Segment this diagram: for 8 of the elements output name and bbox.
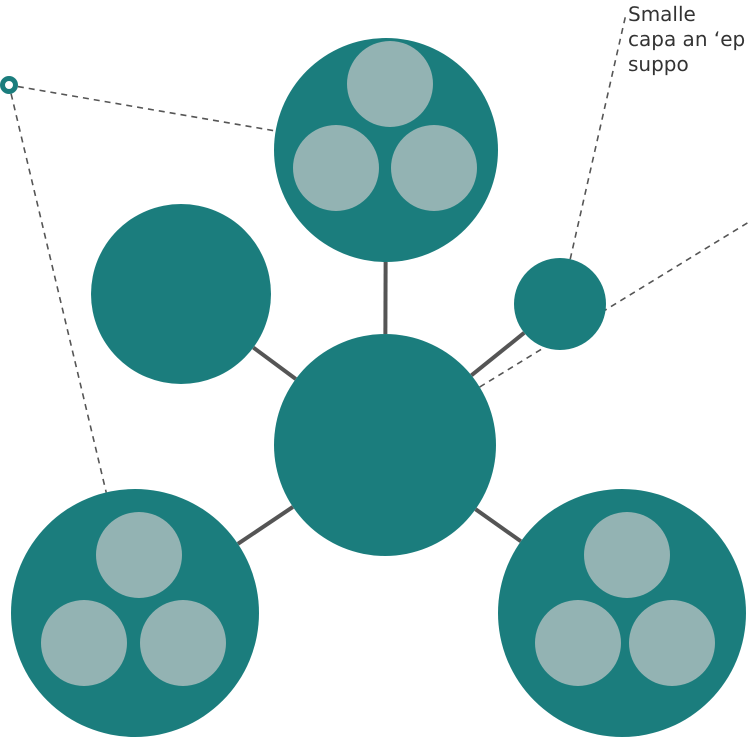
leader-line bbox=[10, 94, 107, 493]
connector-line bbox=[236, 505, 294, 546]
connector-line bbox=[474, 508, 522, 543]
connector-line bbox=[252, 346, 297, 381]
leader-line bbox=[18, 86, 276, 132]
annotation-text: Smalle capa an ‘ep suppo bbox=[628, 2, 746, 77]
connector-line bbox=[383, 262, 388, 334]
connector-line bbox=[470, 331, 526, 377]
